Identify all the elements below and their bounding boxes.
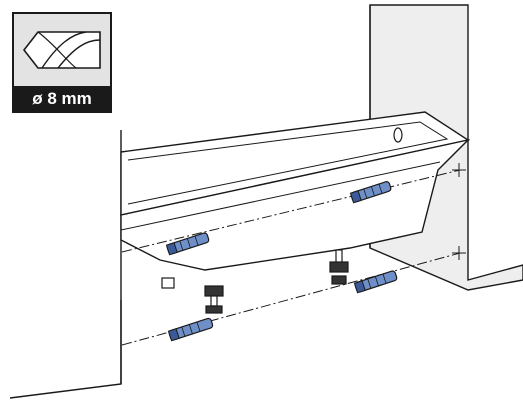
floor-line xyxy=(9,300,122,399)
tub-foot-left xyxy=(161,277,224,314)
wall-marks xyxy=(452,163,466,260)
bathtub-body-edge xyxy=(120,161,441,231)
drill-size-label: ø 8 mm xyxy=(14,86,110,111)
bathtub-inner xyxy=(127,121,449,205)
lower-left-wall-plug xyxy=(167,317,214,342)
tub-foot-right xyxy=(329,249,349,285)
upper-alignment-line xyxy=(121,169,461,253)
upper-right-wall-plug xyxy=(349,181,392,204)
upper-left-wall-plug xyxy=(165,232,210,256)
lower-right-wall-plug xyxy=(353,270,398,294)
drill-bit-panel xyxy=(14,14,110,86)
drill-bit-icon xyxy=(22,31,101,69)
drill-size-badge: ø 8 mm xyxy=(12,12,112,113)
overflow-hole xyxy=(393,127,403,143)
